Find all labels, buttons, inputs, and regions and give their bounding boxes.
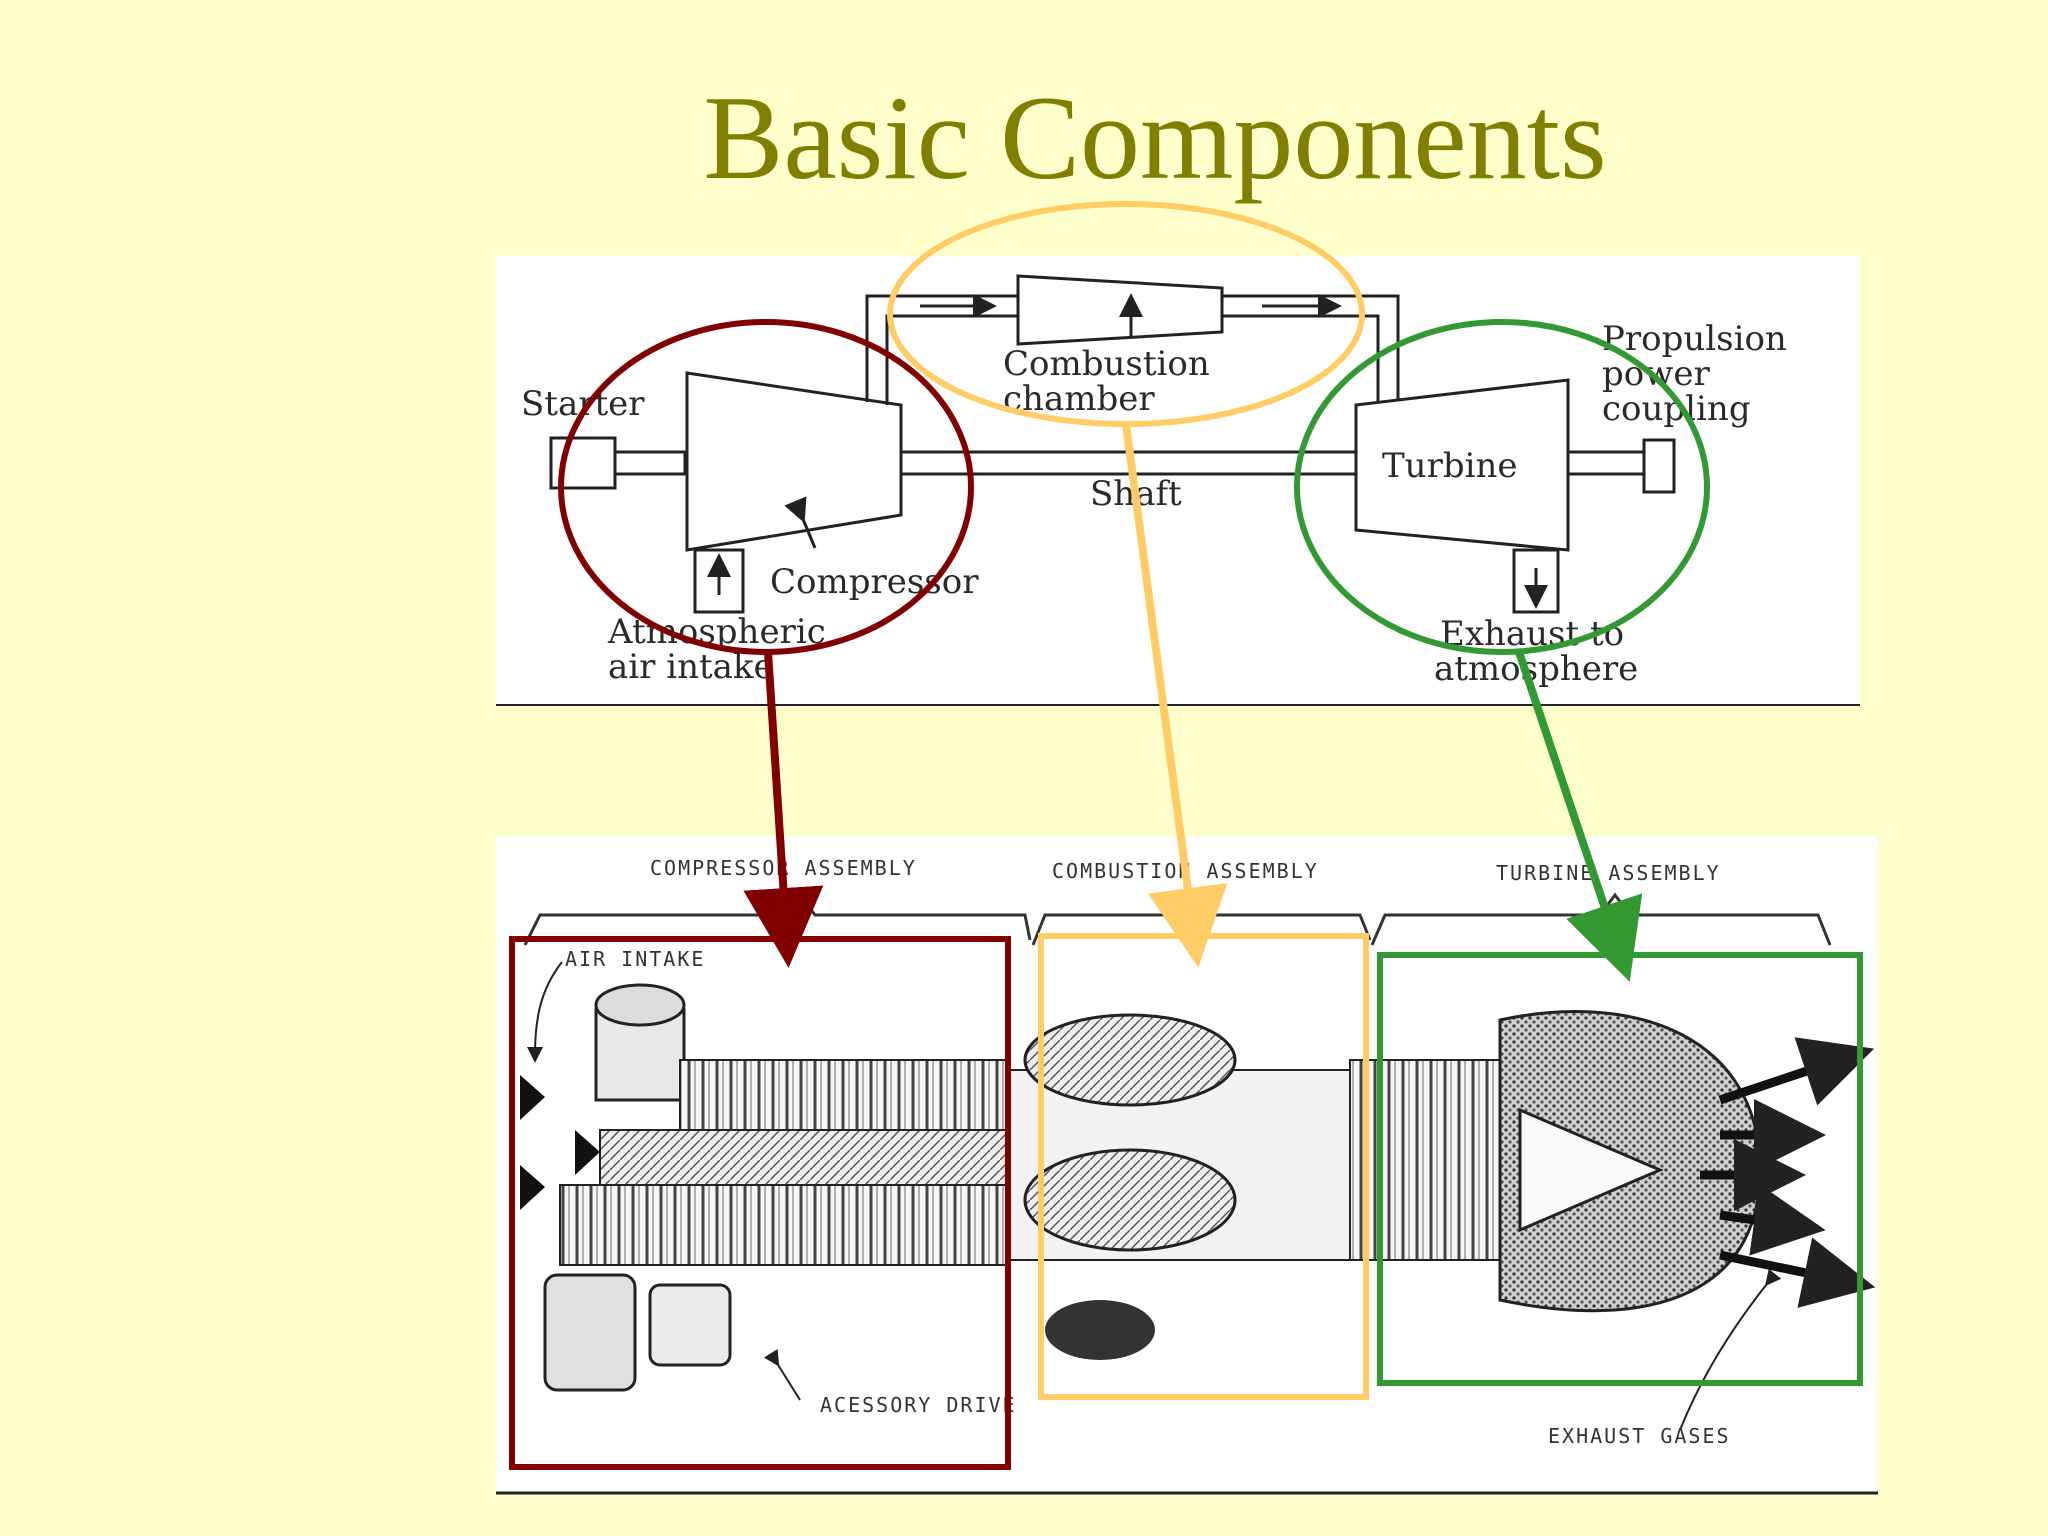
intake-arrow-2 xyxy=(575,1130,600,1175)
label-turbine-assembly: TURBINE ASSEMBLY xyxy=(1496,861,1721,885)
turbine-exhaust xyxy=(1512,548,1560,614)
accessory-unit xyxy=(648,1283,732,1367)
label-air-intake: AIR INTAKE xyxy=(565,947,705,971)
combustion-link-arrow xyxy=(1122,423,1228,968)
combustion-can-lower xyxy=(1023,1148,1237,1252)
compressor-highlight-box xyxy=(509,936,1011,1470)
combustion-drain xyxy=(1045,1300,1155,1360)
compressor-blades-lower xyxy=(559,1184,1011,1266)
exhaust-cone xyxy=(1518,1107,1664,1233)
turbine-highlight-box xyxy=(1377,952,1863,1386)
compressor-blades-upper xyxy=(679,1059,1011,1131)
intake-arrow-3 xyxy=(520,1165,545,1210)
compressor-shape xyxy=(685,371,903,552)
compressor-link-arrow xyxy=(743,651,824,968)
label-exhaust-2: atmosphere xyxy=(1434,649,1638,689)
label-propulsion-2: power xyxy=(1602,354,1710,394)
duct-compressor-out xyxy=(865,294,1018,402)
highlight-overlay xyxy=(509,201,1863,1470)
duct-turbine-in xyxy=(1222,294,1400,404)
turbine-shape xyxy=(1354,378,1570,552)
engine-cutaway xyxy=(543,983,1876,1392)
turbine-highlight-ellipse xyxy=(1294,319,1710,655)
compressor-pointer xyxy=(784,496,817,549)
starter-shaft xyxy=(613,450,687,476)
combustion-highlight-box xyxy=(1038,933,1369,1400)
label-combustion-chamber-1: Combustion xyxy=(1003,344,1210,384)
combustion-chamber-shape xyxy=(1016,274,1224,346)
label-propulsion-3: coupling xyxy=(1602,389,1751,429)
turbine-link-arrow xyxy=(1515,650,1643,982)
turbine-blades xyxy=(1349,1059,1501,1261)
label-turbine: Turbine xyxy=(1382,446,1518,486)
intake-arrow-1 xyxy=(520,1075,545,1120)
compressor-core xyxy=(599,1129,1011,1186)
label-accessory-drive: ACESSORY DRIVE xyxy=(820,1393,1017,1417)
accessory-gearbox xyxy=(543,1273,637,1392)
schematic-panel: Combustion chamber Starter Shaft Propuls… xyxy=(496,256,1860,706)
exhaust-flow-5 xyxy=(1719,1237,1876,1308)
air-intake-pointer xyxy=(527,961,563,1063)
page-title: Basic Components xyxy=(703,71,1607,204)
compressor-inlet xyxy=(693,548,745,614)
coupling-box xyxy=(1642,438,1676,494)
label-exhaust-gases: EXHAUST GASES xyxy=(1548,1424,1731,1448)
combustion-can-upper xyxy=(1023,1013,1237,1107)
accessory-drive-pointer xyxy=(763,1348,801,1401)
duct-turbine-in-inner xyxy=(1222,314,1380,404)
exhaust-flow-4 xyxy=(1719,1184,1826,1256)
compressor-highlight-ellipse xyxy=(558,319,974,655)
compressor-dome xyxy=(594,983,686,1027)
exhaust-gases-pointer xyxy=(1679,1268,1782,1431)
exhaust-flow-1 xyxy=(1718,1037,1875,1106)
label-propulsion-1: Propulsion xyxy=(1602,319,1787,359)
